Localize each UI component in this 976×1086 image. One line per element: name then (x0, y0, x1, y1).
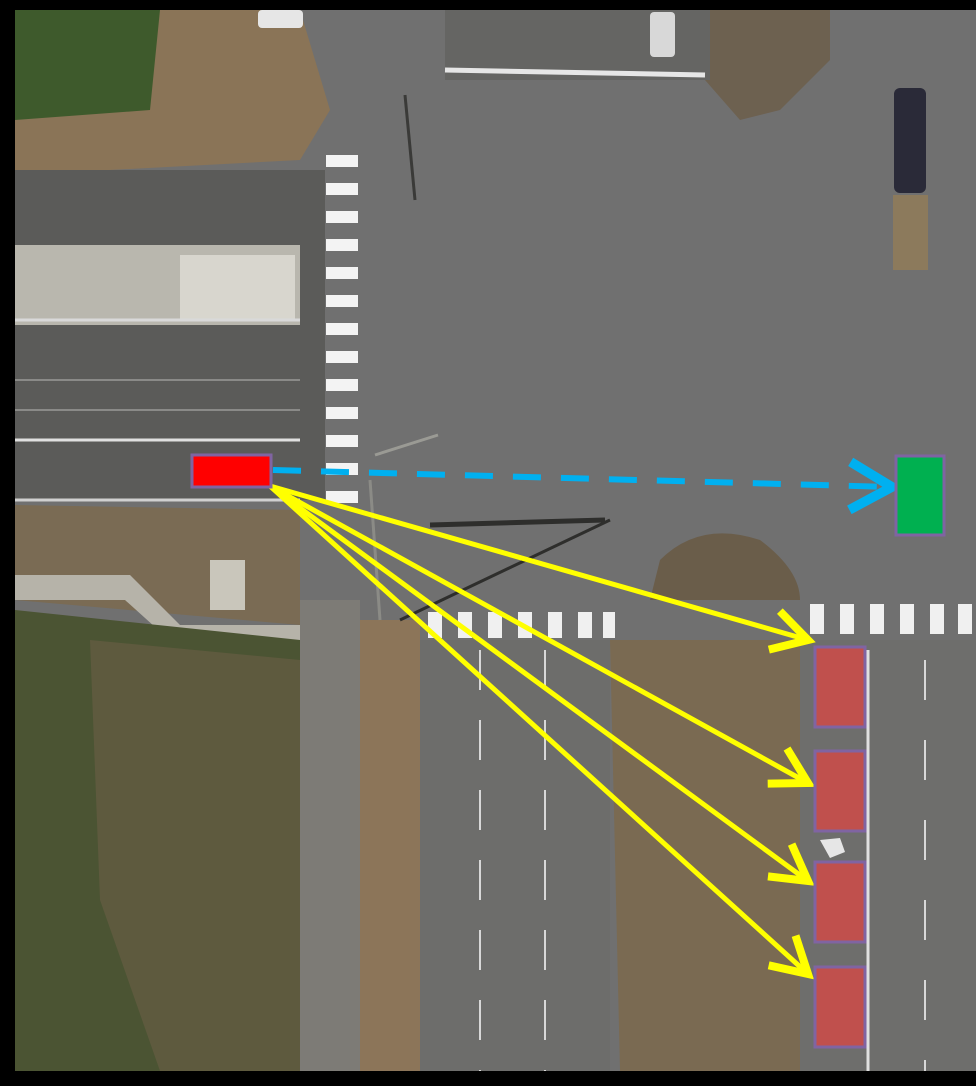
light-arm (374, 433, 439, 457)
car-top-left (258, 10, 303, 28)
pole-shadow (399, 518, 611, 622)
dirt-strip (360, 620, 420, 1071)
signal-arm-shadow (429, 517, 606, 528)
straight-path-arrow (272, 457, 902, 515)
turn-destination-vehicle (813, 645, 867, 729)
truck-cab (894, 88, 926, 193)
turn-destination-vehicle (813, 965, 867, 1049)
scrub-bottom-left (90, 640, 300, 1071)
grass-top-left (15, 10, 160, 120)
north-median (700, 10, 830, 120)
median-island (180, 255, 295, 320)
car-top (650, 12, 675, 57)
turn-paths (268, 483, 816, 980)
pavement-arrow (820, 838, 845, 858)
center-median (650, 533, 800, 600)
turn-destination-vehicle (813, 749, 867, 833)
turn-path-arrow (268, 483, 815, 886)
origin-vehicle (190, 453, 273, 489)
turn-path-arrow (269, 483, 816, 654)
sidewalk-left (15, 575, 300, 645)
straight-destination-vehicle (894, 454, 946, 537)
pole-north (403, 94, 417, 201)
stop-line-north (444, 67, 706, 78)
sidewalk-vertical (300, 600, 360, 1071)
turn-destination-vehicle (813, 860, 867, 944)
trailer (893, 195, 928, 270)
turn-path-arrow (268, 483, 816, 788)
light-pole (368, 479, 382, 621)
south-median (610, 640, 800, 1071)
south-road-west (420, 640, 610, 1071)
turn-path-arrow (268, 484, 814, 980)
utility-box (210, 560, 245, 610)
west-approach-road (15, 170, 325, 500)
